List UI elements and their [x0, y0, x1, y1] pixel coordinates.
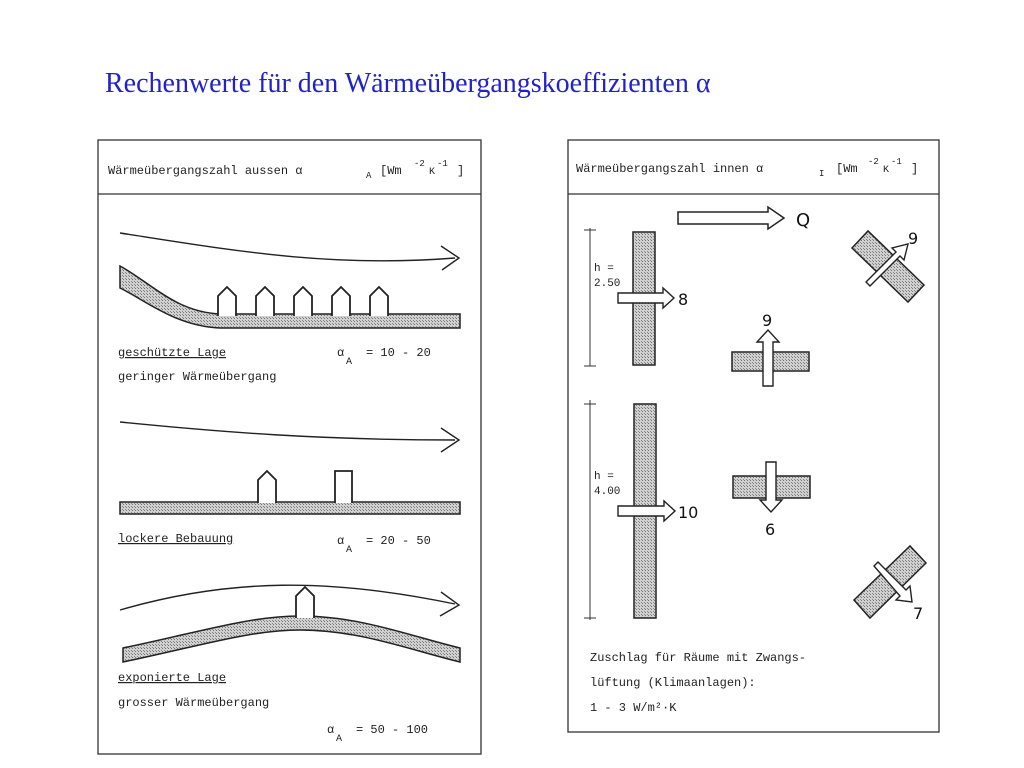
dimension-label: h =: [594, 471, 614, 483]
dimension-label-bg: [592, 466, 630, 500]
ceiling-alpha-value: 9: [762, 311, 772, 330]
house-icon: [331, 285, 351, 316]
right-header-exponent-2: -1: [891, 157, 902, 167]
page-title: Rechenwerte für den Wärmeübergangskoeffi…: [105, 68, 711, 99]
alpha-subscript: A: [336, 734, 342, 745]
alpha-symbol: α: [337, 534, 344, 548]
house-icon: [293, 285, 313, 316]
right-header-close: ]: [911, 162, 918, 176]
left-header-unit: [Wm: [380, 164, 402, 178]
house-icon: [369, 285, 389, 316]
sloped-upward: 9: [850, 229, 926, 304]
wind-arrowhead-2: [440, 427, 461, 453]
terrain-flat: [119, 501, 461, 515]
right-header-k: K: [883, 165, 889, 176]
house-icon: [217, 285, 237, 316]
terrain-hill: [122, 615, 461, 663]
case-label: exponierte Lage: [118, 671, 226, 685]
right-panel: Wärmeübergangszahl innen α I [Wm -2 K -1…: [567, 139, 940, 733]
wind-arrowhead-1: [440, 245, 461, 271]
wind-arrow-1: [119, 232, 456, 262]
wind-arrow-3: [119, 584, 456, 611]
case-exposed-text: exponierte Lage grosser Wärmeübergang α …: [118, 671, 428, 745]
dimension-value: 2.50: [594, 278, 620, 290]
case-description: geringer Wärmeübergang: [118, 370, 276, 384]
left-header-text: Wärmeübergangszahl aussen α: [108, 164, 302, 178]
right-header-exponent-1: -2: [868, 157, 879, 167]
case-exposed-diagram: [119, 584, 461, 663]
wall-alpha-value: 10: [678, 503, 698, 522]
right-panel-frame: [567, 139, 940, 733]
right-header-unit: [Wm: [836, 162, 858, 176]
dimension-label: h =: [594, 263, 614, 275]
house-icon: [255, 285, 275, 316]
case-description: grosser Wärmeübergang: [118, 696, 269, 710]
floor-alpha-value: 6: [765, 520, 775, 539]
case-sheltered-diagram: [119, 232, 461, 329]
wall-alpha-value: 8: [678, 290, 688, 309]
heat-flow-arrow-icon: [873, 561, 913, 603]
note-line: Zuschlag für Räume mit Zwangs-: [590, 651, 806, 665]
dimension-value: 4.00: [594, 486, 620, 498]
alpha-value: = 50 - 100: [356, 723, 428, 737]
left-header-exponent-1: -2: [414, 159, 425, 169]
ceiling-upward: 9: [731, 311, 810, 387]
heat-flow-arrow-icon: [677, 205, 786, 231]
wall-high: h = 4.00 10: [584, 400, 698, 620]
wind-arrow-2: [119, 421, 456, 441]
wind-arrowhead-3: [439, 591, 461, 617]
left-header-exponent-2: -1: [437, 159, 448, 169]
case-sheltered-text: geschützte Lage geringer Wärmeübergang α…: [118, 346, 431, 384]
heat-flow-arrow-icon: [617, 499, 677, 523]
wall-low: h = 2.50 8: [584, 228, 688, 367]
left-panel-frame: [97, 139, 482, 755]
alpha-symbol: α: [327, 723, 334, 737]
alpha-subscript: A: [346, 357, 352, 368]
terrain-valley: [119, 264, 461, 329]
alpha-value: = 20 - 50: [366, 534, 431, 548]
left-header: Wärmeübergangszahl aussen α A [Wm -2 K -…: [108, 159, 464, 181]
sloped-down-alpha-value: 7: [913, 604, 923, 623]
left-header-k: K: [429, 167, 435, 178]
right-header: Wärmeübergangszahl innen α I [Wm -2 K -1…: [576, 157, 918, 179]
alpha-value: = 10 - 20: [366, 346, 431, 360]
heat-flow-legend: Q: [677, 205, 810, 231]
heat-flow-arrow-icon: [755, 328, 781, 387]
case-label: lockere Bebauung: [118, 532, 233, 546]
heat-flow-arrow-icon: [758, 461, 784, 514]
house-icon: [295, 585, 315, 618]
case-loose-diagram: [119, 421, 461, 515]
sloped-up-alpha-value: 9: [908, 229, 918, 248]
dimension-label-bg: [592, 258, 630, 292]
note-line: 1 - 3 W/m²·K: [590, 701, 677, 715]
heat-flow-arrow-icon: [865, 243, 909, 287]
alpha-symbol: α: [337, 346, 344, 360]
left-panel: Wärmeübergangszahl aussen α A [Wm -2 K -…: [97, 139, 482, 755]
left-header-close: ]: [457, 164, 464, 178]
houses-row: [217, 285, 389, 316]
house-icon: [257, 469, 277, 503]
case-label: geschützte Lage: [118, 346, 226, 360]
heat-flow-label: Q: [796, 210, 810, 231]
alpha-subscript: A: [346, 545, 352, 556]
tower-icon: [334, 470, 353, 503]
sloped-downward: 7: [852, 544, 928, 623]
ventilation-note: Zuschlag für Räume mit Zwangs- lüftung (…: [590, 651, 806, 715]
left-header-subscript: A: [366, 171, 372, 181]
note-line: lüftung (Klimaanlagen):: [590, 676, 756, 690]
right-header-subscript: I: [819, 169, 824, 179]
right-header-text: Wärmeübergangszahl innen α: [576, 162, 763, 176]
heat-flow-arrow-icon: [617, 286, 676, 310]
floor-downward: 6: [732, 461, 811, 539]
case-loose-text: lockere Bebauung α A = 20 - 50: [118, 532, 431, 556]
